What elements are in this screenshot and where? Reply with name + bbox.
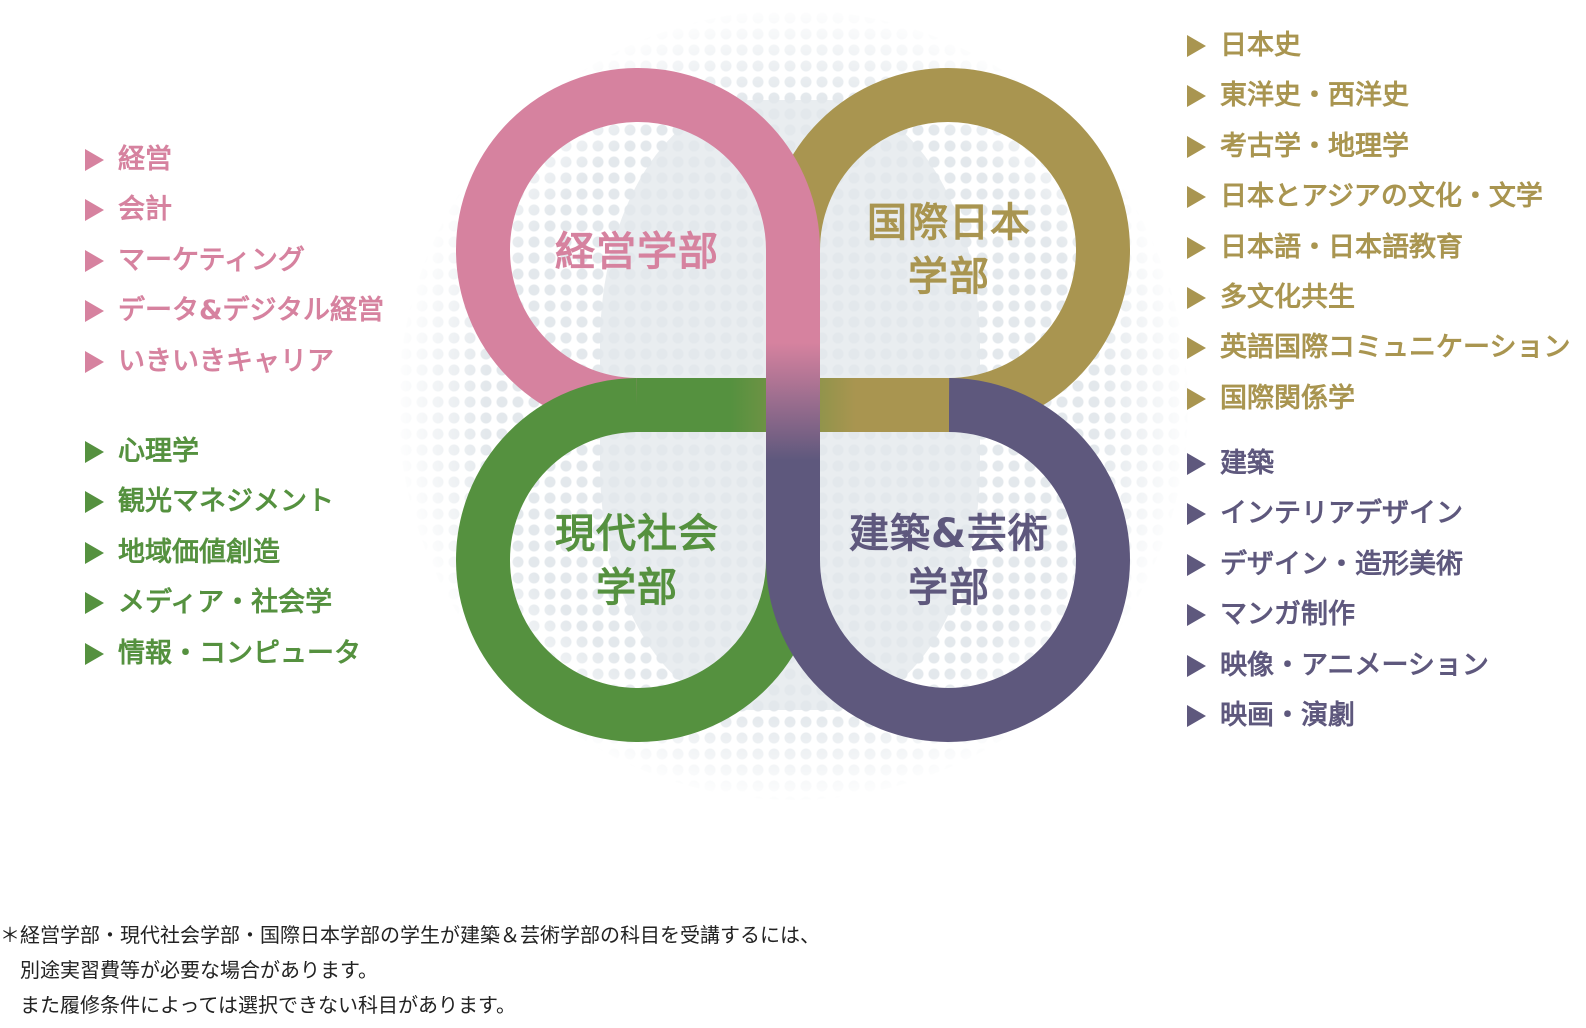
triangle-arrow-icon — [85, 249, 104, 272]
footnote-line: 別途実習費等が必要な場合があります。 — [20, 958, 378, 982]
footnote: ＊経営学部・現代社会学部・国際日本学部の学生が建築＆芸術学部の科目を受講するには… — [0, 918, 820, 1023]
course-label: 日本史 — [1220, 30, 1301, 61]
list-item: 多文化共生 — [1187, 281, 1570, 333]
list-item: 日本史 — [1187, 31, 1570, 81]
management-loop — [456, 68, 820, 432]
list-item: データ&デジタル経営 — [85, 296, 384, 346]
title-line: 現代社会 — [555, 511, 719, 557]
course-label: 国際関係学 — [1220, 382, 1355, 414]
title-line: 国際日本 — [867, 200, 1031, 246]
triangle-arrow-icon — [1187, 135, 1206, 158]
faculty-title-arts: 建築&芸術 学部 — [819, 507, 1079, 615]
course-label: 映像・アニメーション — [1220, 649, 1489, 681]
arts-loop — [766, 378, 1130, 742]
management-course-list: 経営 会計 マーケティング データ&デジタル経営 いきいきキャリア — [85, 145, 384, 397]
course-label: メディア・社会学 — [118, 587, 333, 619]
list-item: マンガ制作 — [1187, 600, 1489, 650]
list-item: 建築 — [1187, 449, 1489, 499]
list-item: いきいきキャリア — [85, 345, 384, 397]
triangle-arrow-icon — [85, 300, 104, 323]
faculty-title-japan: 国際日本 学部 — [829, 196, 1069, 304]
course-label: インテリアデザイン — [1220, 498, 1463, 530]
list-item: マーケティング — [85, 244, 384, 296]
list-item: 心理学 — [85, 437, 361, 487]
course-label: 建築 — [1220, 448, 1274, 479]
course-label: 観光マネジメント — [118, 486, 334, 518]
list-item: 会計 — [85, 195, 384, 245]
list-item: 英語国際コミュニケーション — [1187, 333, 1570, 383]
triangle-arrow-icon — [1187, 337, 1206, 360]
footnote-line: また履修条件によっては選択できない科目があります。 — [20, 993, 516, 1017]
course-label: マーケティング — [118, 244, 305, 276]
course-label: 考古学・地理学 — [1220, 130, 1409, 162]
triangle-arrow-icon — [1187, 553, 1206, 576]
triangle-arrow-icon — [85, 491, 104, 514]
footnote-line: ＊経営学部・現代社会学部・国際日本学部の学生が建築＆芸術学部の科目を受講するには… — [0, 923, 820, 947]
triangle-arrow-icon — [1187, 286, 1206, 309]
triangle-arrow-icon — [1187, 387, 1206, 410]
list-item: 日本とアジアの文化・文学 — [1187, 182, 1570, 232]
course-label: 経営 — [118, 144, 172, 175]
triangle-arrow-icon — [1187, 85, 1206, 108]
social-loop — [456, 378, 820, 742]
list-item: 経営 — [85, 145, 384, 195]
list-item: 考古学・地理学 — [1187, 130, 1570, 182]
list-item: 地域価値創造 — [85, 536, 361, 588]
triangle-arrow-icon — [1187, 453, 1206, 475]
triangle-arrow-icon — [85, 441, 104, 463]
japan-loop — [766, 68, 1130, 432]
course-label: デザイン・造形美術 — [1220, 548, 1463, 580]
triangle-arrow-icon — [85, 642, 104, 665]
course-label: 多文化共生 — [1220, 281, 1355, 313]
course-label: 地域価値創造 — [118, 536, 280, 568]
list-item: 映像・アニメーション — [1187, 649, 1489, 701]
triangle-arrow-icon — [1187, 35, 1206, 57]
course-label: 心理学 — [118, 436, 199, 467]
triangle-arrow-icon — [1187, 604, 1206, 627]
faculty-title-social: 現代社会 学部 — [517, 507, 757, 615]
course-label: 情報・コンピュータ — [118, 637, 361, 669]
triangle-arrow-icon — [1187, 236, 1206, 259]
triangle-arrow-icon — [1187, 186, 1206, 209]
course-label: 英語国際コミュニケーション — [1220, 332, 1571, 364]
triangle-arrow-icon — [1187, 704, 1206, 727]
triangle-arrow-icon — [85, 592, 104, 615]
list-item: 国際関係学 — [1187, 382, 1570, 434]
course-label: 東洋史・西洋史 — [1220, 80, 1409, 112]
arts-course-list: 建築 インテリアデザイン デザイン・造形美術 マンガ制作 映像・アニメーション … — [1187, 449, 1489, 751]
list-item: メディア・社会学 — [85, 588, 361, 638]
course-label: データ&デジタル経営 — [118, 295, 385, 327]
triangle-arrow-icon — [85, 199, 104, 222]
title-line: 学部 — [596, 565, 678, 611]
course-label: いきいきキャリア — [118, 345, 334, 377]
list-item: 情報・コンピュータ — [85, 637, 361, 689]
list-item: 映画・演劇 — [1187, 699, 1489, 751]
triangle-arrow-icon — [85, 541, 104, 564]
title-line: 学部 — [908, 565, 990, 611]
triangle-arrow-icon — [1187, 654, 1206, 677]
japan-course-list: 日本史 東洋史・西洋史 考古学・地理学 日本とアジアの文化・文学 日本語・日本語… — [1187, 31, 1570, 434]
list-item: 東洋史・西洋史 — [1187, 81, 1570, 131]
course-label: マンガ制作 — [1220, 599, 1355, 631]
list-item: 観光マネジメント — [85, 487, 361, 537]
triangle-arrow-icon — [1187, 503, 1206, 526]
triangle-arrow-icon — [85, 149, 104, 171]
faculty-title-management: 経営学部 — [555, 229, 719, 275]
course-label: 映画・演劇 — [1220, 699, 1355, 731]
course-label: 日本とアジアの文化・文学 — [1220, 181, 1543, 213]
list-item: 日本語・日本語教育 — [1187, 231, 1570, 283]
list-item: デザイン・造形美術 — [1187, 548, 1489, 600]
course-label: 日本語・日本語教育 — [1220, 231, 1463, 263]
title-line: 学部 — [908, 254, 990, 300]
title-line: 建築&芸術 — [849, 511, 1049, 557]
triangle-arrow-icon — [85, 350, 104, 373]
list-item: インテリアデザイン — [1187, 499, 1489, 549]
course-label: 会計 — [118, 194, 172, 226]
social-course-list: 心理学 観光マネジメント 地域価値創造 メディア・社会学 情報・コンピュータ — [85, 437, 361, 689]
